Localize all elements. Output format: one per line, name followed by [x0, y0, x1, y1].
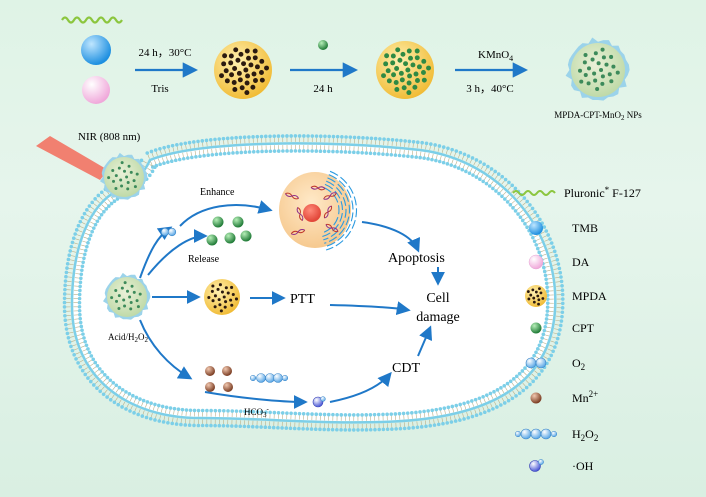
hco3-label: HCO3- — [244, 405, 270, 419]
nanoparticle-intracellular — [103, 272, 151, 320]
product-label: MPDA-CPT-MnO2 NPs — [554, 110, 642, 122]
legend-o2-icon — [525, 357, 547, 369]
tmb-sphere — [81, 35, 111, 65]
enhance-label: Enhance — [200, 187, 235, 198]
legend: Pluronic* F-127 TMB DA MPDA CPT O2 Mn2+ — [512, 185, 641, 473]
arrow-to-mn — [139, 319, 193, 380]
arrow-cdt-to-damage — [417, 325, 433, 357]
ptt-label: PTT — [290, 292, 315, 307]
trigger-label: Acid/H2O2 — [108, 332, 149, 344]
arrow-enhance — [179, 200, 273, 227]
oh-radical-cell — [312, 396, 326, 408]
nanoparticle-entering — [100, 152, 148, 200]
h2o2-molecule-cell — [249, 373, 289, 383]
synthesis-row: 24 h，30°C Tris 24 h KMnO4 3 h，40°C MPDA-… — [61, 16, 642, 122]
o2-molecule — [160, 227, 177, 237]
legend-mn-icon — [530, 392, 542, 404]
legend-mpda: MPDA — [572, 289, 607, 303]
step1-condition: 24 h，30°C — [139, 47, 192, 59]
legend-h2o2: H2O2 — [572, 427, 598, 443]
arrow-oh-to-damage — [329, 371, 392, 403]
step1-reagent: Tris — [151, 83, 168, 95]
cpt-molecule — [318, 40, 328, 50]
arrow-to-oh — [204, 391, 308, 409]
cell-damage-line1: Cell — [426, 291, 449, 306]
nucleus — [279, 170, 357, 251]
legend-pluronic: Pluronic* F-127 — [564, 185, 641, 200]
arrow-to-apoptosis — [361, 221, 421, 253]
release-label: Release — [188, 254, 220, 265]
cdt-label: CDT — [392, 361, 420, 376]
nir-label: NIR (808 nm) — [78, 131, 141, 143]
mpda-residual — [204, 279, 240, 315]
legend-tmb-icon — [529, 221, 543, 235]
legend-pluronic-wave — [512, 190, 556, 196]
legend-da: DA — [572, 255, 590, 269]
cell-membrane — [70, 142, 557, 424]
step3-condition: 3 h，40°C — [466, 83, 514, 95]
da-sphere — [82, 76, 110, 104]
legend-tmb: TMB — [572, 221, 598, 235]
nir-beam — [36, 136, 108, 180]
arrow-ptt-to-damage — [329, 301, 411, 316]
pluronic-wave-top — [61, 16, 123, 24]
mpda-sphere-empty — [214, 41, 272, 99]
lipid-bilayer — [62, 134, 565, 432]
nucleolus — [303, 204, 321, 222]
step2-condition: 24 h — [313, 83, 333, 95]
mpda-cpt-sphere — [376, 41, 434, 99]
legend-oh: ·OH — [572, 459, 594, 473]
legend-mpda-icon — [525, 285, 547, 307]
released-cpt-cluster — [206, 216, 252, 246]
legend-oh-icon — [529, 459, 544, 472]
cell — [62, 134, 565, 432]
mpda-cpt-mno2-nanoparticle — [565, 37, 630, 101]
cell-damage-line2: damage — [416, 310, 460, 325]
legend-cpt-icon — [530, 322, 542, 334]
endoplasmic-reticulum — [321, 170, 357, 251]
pathways: Acid/H2O2 Release Enhance Apoptosis Cell — [103, 170, 460, 419]
legend-h2o2-icon — [514, 428, 558, 440]
nir-group: NIR (808 nm) — [36, 131, 148, 200]
mn-ion-cluster — [205, 366, 233, 392]
step3-reagent: KMnO4 — [478, 49, 513, 63]
arrow-to-cpt — [147, 229, 208, 276]
legend-mn: Mn2+ — [572, 389, 598, 405]
apoptosis-label: Apoptosis — [388, 251, 445, 266]
legend-da-icon — [528, 254, 544, 270]
legend-cpt: CPT — [572, 321, 595, 335]
dna-fragments — [284, 185, 339, 235]
legend-o2: O2 — [572, 356, 585, 372]
